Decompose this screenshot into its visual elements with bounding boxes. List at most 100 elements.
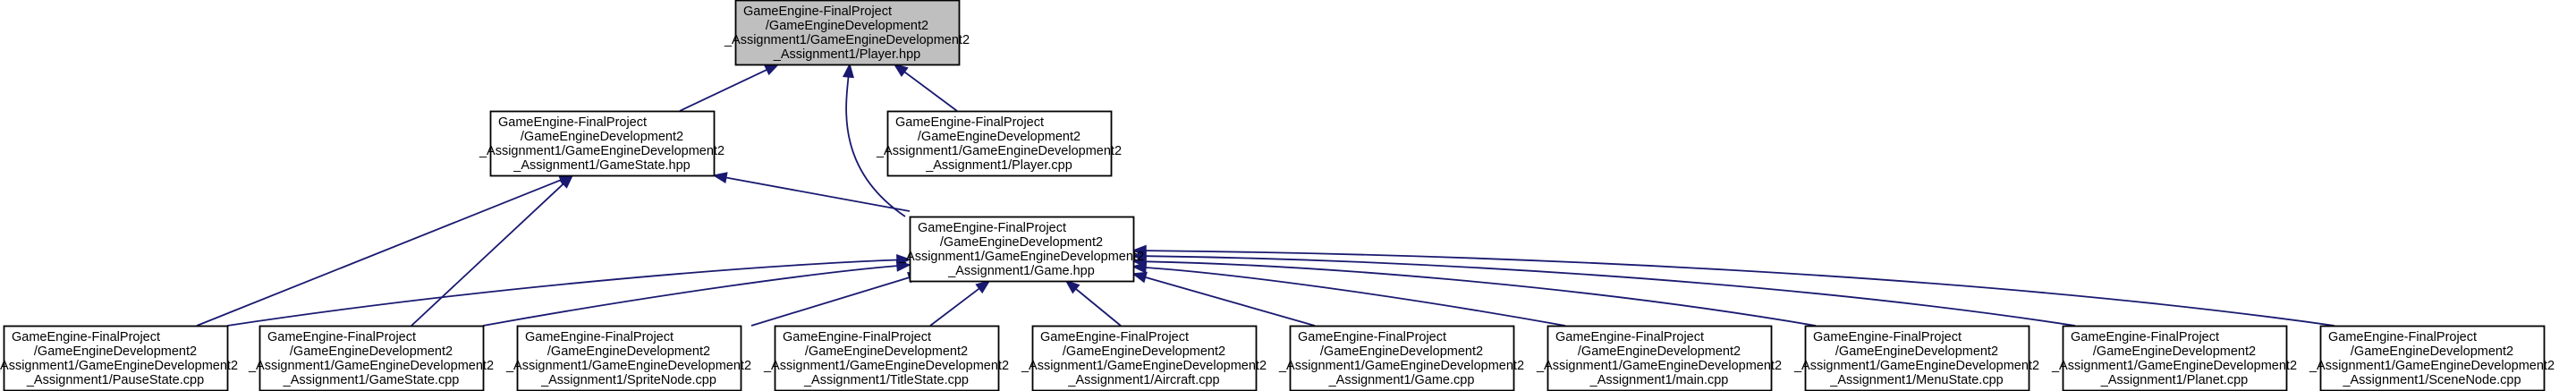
edge-line: [1145, 255, 2076, 327]
edge-line: [750, 276, 910, 327]
node-label-line: _Assignment1/Game.cpp: [1328, 373, 1475, 387]
node-box: [489, 110, 716, 177]
node-box: [1289, 325, 1515, 391]
edge-line: [196, 179, 562, 327]
edge-game_hpp-to-gamestate_hpp: [712, 172, 911, 212]
node-scenenode-cpp[interactable]: GameEngine-FinalProject/GameEngineDevelo…: [2309, 325, 2555, 391]
node-box: [734, 0, 961, 66]
node-planet-cpp[interactable]: GameEngine-FinalProject/GameEngineDevelo…: [2051, 325, 2297, 391]
node-box: [886, 110, 1113, 177]
node-label-line: GameEngine-FinalProject: [895, 115, 1044, 130]
node-label-line: _Assignment1/Planet.cpp: [2100, 373, 2248, 387]
node-gamestate-cpp[interactable]: GameEngine-FinalProject/GameEngineDevelo…: [248, 325, 494, 391]
node-label-line: _Assignment1/Aircraft.cpp: [1067, 373, 1219, 387]
node-box: [516, 325, 742, 391]
arrowhead-icon: [895, 259, 911, 272]
node-player-hpp: GameEngine-FinalProject/GameEngineDevelo…: [724, 0, 970, 66]
node-label-line: _Assignment1/TitleState.cpp: [803, 373, 969, 387]
edge-spritenode_cpp-to-game_hpp: [750, 272, 923, 327]
node-label-line: _Assignment1/SpriteNode.cpp: [540, 373, 716, 387]
node-label-line: /GameEngineDevelopment2: [547, 344, 710, 359]
arrowhead-icon: [712, 172, 728, 184]
edge-line: [411, 183, 564, 327]
node-label-line: GameEngine-FinalProject: [743, 4, 892, 19]
edge-line: [482, 265, 898, 327]
node-label-line: /GameEngineDevelopment2: [805, 344, 968, 359]
node-label-line: _Assignment1/GameEngineDevelopment2: [876, 144, 1122, 158]
edge-line: [725, 176, 911, 212]
node-label-line: /GameEngineDevelopment2: [1578, 344, 1741, 359]
arrowhead-icon: [558, 174, 574, 189]
node-label-line: _Assignment1/GameEngineDevelopment2: [1021, 359, 1267, 373]
node-label-line: _Assignment1/main.cpp: [1589, 373, 1729, 387]
node-label-line: GameEngine-FinalProject: [2328, 330, 2477, 344]
node-label-line: /GameEngineDevelopment2: [918, 130, 1080, 144]
node-label-line: GameEngine-FinalProject: [525, 330, 674, 344]
edge-line: [226, 259, 898, 327]
node-label-line: /GameEngineDevelopment2: [34, 344, 197, 359]
edge-gamestate_hpp-to-player_hpp: [679, 64, 780, 112]
edge-line: [1145, 250, 2335, 327]
edge-line: [1075, 288, 1122, 327]
node-label-line: /GameEngineDevelopment2: [290, 344, 453, 359]
node-label-line: /GameEngineDevelopment2: [1835, 344, 1998, 359]
edge-game_cpp-to-game_hpp: [1131, 271, 1316, 327]
node-box: [1546, 325, 1773, 391]
node-label-line: GameEngine-FinalProject: [918, 221, 1066, 235]
node-label-line: GameEngine-FinalProject: [783, 330, 931, 344]
node-game-cpp[interactable]: GameEngine-FinalProject/GameEngineDevelo…: [1278, 325, 1524, 391]
node-label-line: GameEngine-FinalProject: [1813, 330, 1962, 344]
node-label-line: _Assignment1/GameEngineDevelopment2: [505, 359, 751, 373]
edge-gamestate_cpp-to-gamestate_hpp: [411, 174, 574, 327]
arrowhead-icon: [1131, 244, 1147, 257]
node-label-line: _Assignment1/PauseState.cpp: [26, 373, 204, 387]
node-menustate-cpp[interactable]: GameEngine-FinalProject/GameEngineDevelo…: [1793, 325, 2039, 391]
node-box: [2319, 325, 2546, 391]
arrowhead-icon: [1131, 271, 1148, 284]
node-label-line: _Assignment1/GameEngineDevelopment2: [0, 359, 238, 373]
node-pausestate-cpp[interactable]: GameEngine-FinalProject/GameEngineDevelo…: [0, 325, 238, 391]
node-label-line: _Assignment1/GameState.hpp: [513, 158, 690, 173]
node-box: [1804, 325, 2030, 391]
edge-aircraft_cpp-to-game_hpp: [1064, 279, 1122, 327]
node-label-line: _Assignment1/Player.hpp: [773, 47, 920, 62]
node-label-line: _Assignment1/GameEngineDevelopment2: [1536, 359, 1782, 373]
node-label-line: GameEngine-FinalProject: [1555, 330, 1704, 344]
node-label-line: GameEngine-FinalProject: [1298, 330, 1446, 344]
node-label-line: _Assignment1/GameEngineDevelopment2: [1793, 359, 2039, 373]
edge-pausestate_cpp-to-game_hpp: [226, 254, 911, 327]
node-label-line: _Assignment1/GameEngineDevelopment2: [248, 359, 494, 373]
node-label-line: _Assignment1/Player.cpp: [925, 158, 1072, 173]
edges-layer: [196, 63, 2335, 327]
node-aircraft-cpp[interactable]: GameEngine-FinalProject/GameEngineDevelo…: [1021, 325, 1267, 391]
node-label-line: GameEngine-FinalProject: [267, 330, 416, 344]
node-game-hpp[interactable]: GameEngine-FinalProject/GameEngineDevelo…: [898, 216, 1144, 283]
node-label-line: _Assignment1/GameEngineDevelopment2: [763, 359, 1009, 373]
node-titlestate-cpp[interactable]: GameEngine-FinalProject/GameEngineDevelo…: [763, 325, 1009, 391]
edge-line: [1145, 260, 1817, 327]
arrowhead-icon: [975, 279, 991, 294]
edge-line: [903, 71, 958, 112]
node-label-line: /GameEngineDevelopment2: [1063, 344, 1225, 359]
node-label-line: _Assignment1/GameEngineDevelopment2: [2309, 359, 2555, 373]
node-label-line: _Assignment1/SceneNode.cpp: [2342, 373, 2521, 387]
edge-line: [679, 69, 767, 112]
arrowhead-icon: [1064, 279, 1080, 294]
node-player-cpp[interactable]: GameEngine-FinalProject/GameEngineDevelo…: [876, 110, 1122, 177]
edge-titlestate_cpp-to-game_hpp: [929, 279, 991, 327]
edge-line: [845, 76, 906, 217]
node-box: [909, 216, 1135, 283]
node-label-line: GameEngine-FinalProject: [1040, 330, 1189, 344]
edge-line: [1145, 276, 1316, 327]
node-gamestate-hpp[interactable]: GameEngine-FinalProject/GameEngineDevelo…: [479, 110, 724, 177]
node-label-line: _Assignment1/GameEngineDevelopment2: [2051, 359, 2297, 373]
node-label-line: _Assignment1/GameEngineDevelopment2: [724, 33, 970, 47]
edge-line: [1145, 267, 1566, 327]
edge-pausestate_cpp-to-gamestate_hpp: [196, 174, 574, 327]
node-spritenode-cpp[interactable]: GameEngine-FinalProject/GameEngineDevelo…: [505, 325, 751, 391]
edge-line: [929, 287, 980, 327]
node-label-line: GameEngine-FinalProject: [498, 115, 647, 130]
node-main-cpp[interactable]: GameEngine-FinalProject/GameEngineDevelo…: [1536, 325, 1782, 391]
arrowhead-icon: [842, 63, 854, 79]
